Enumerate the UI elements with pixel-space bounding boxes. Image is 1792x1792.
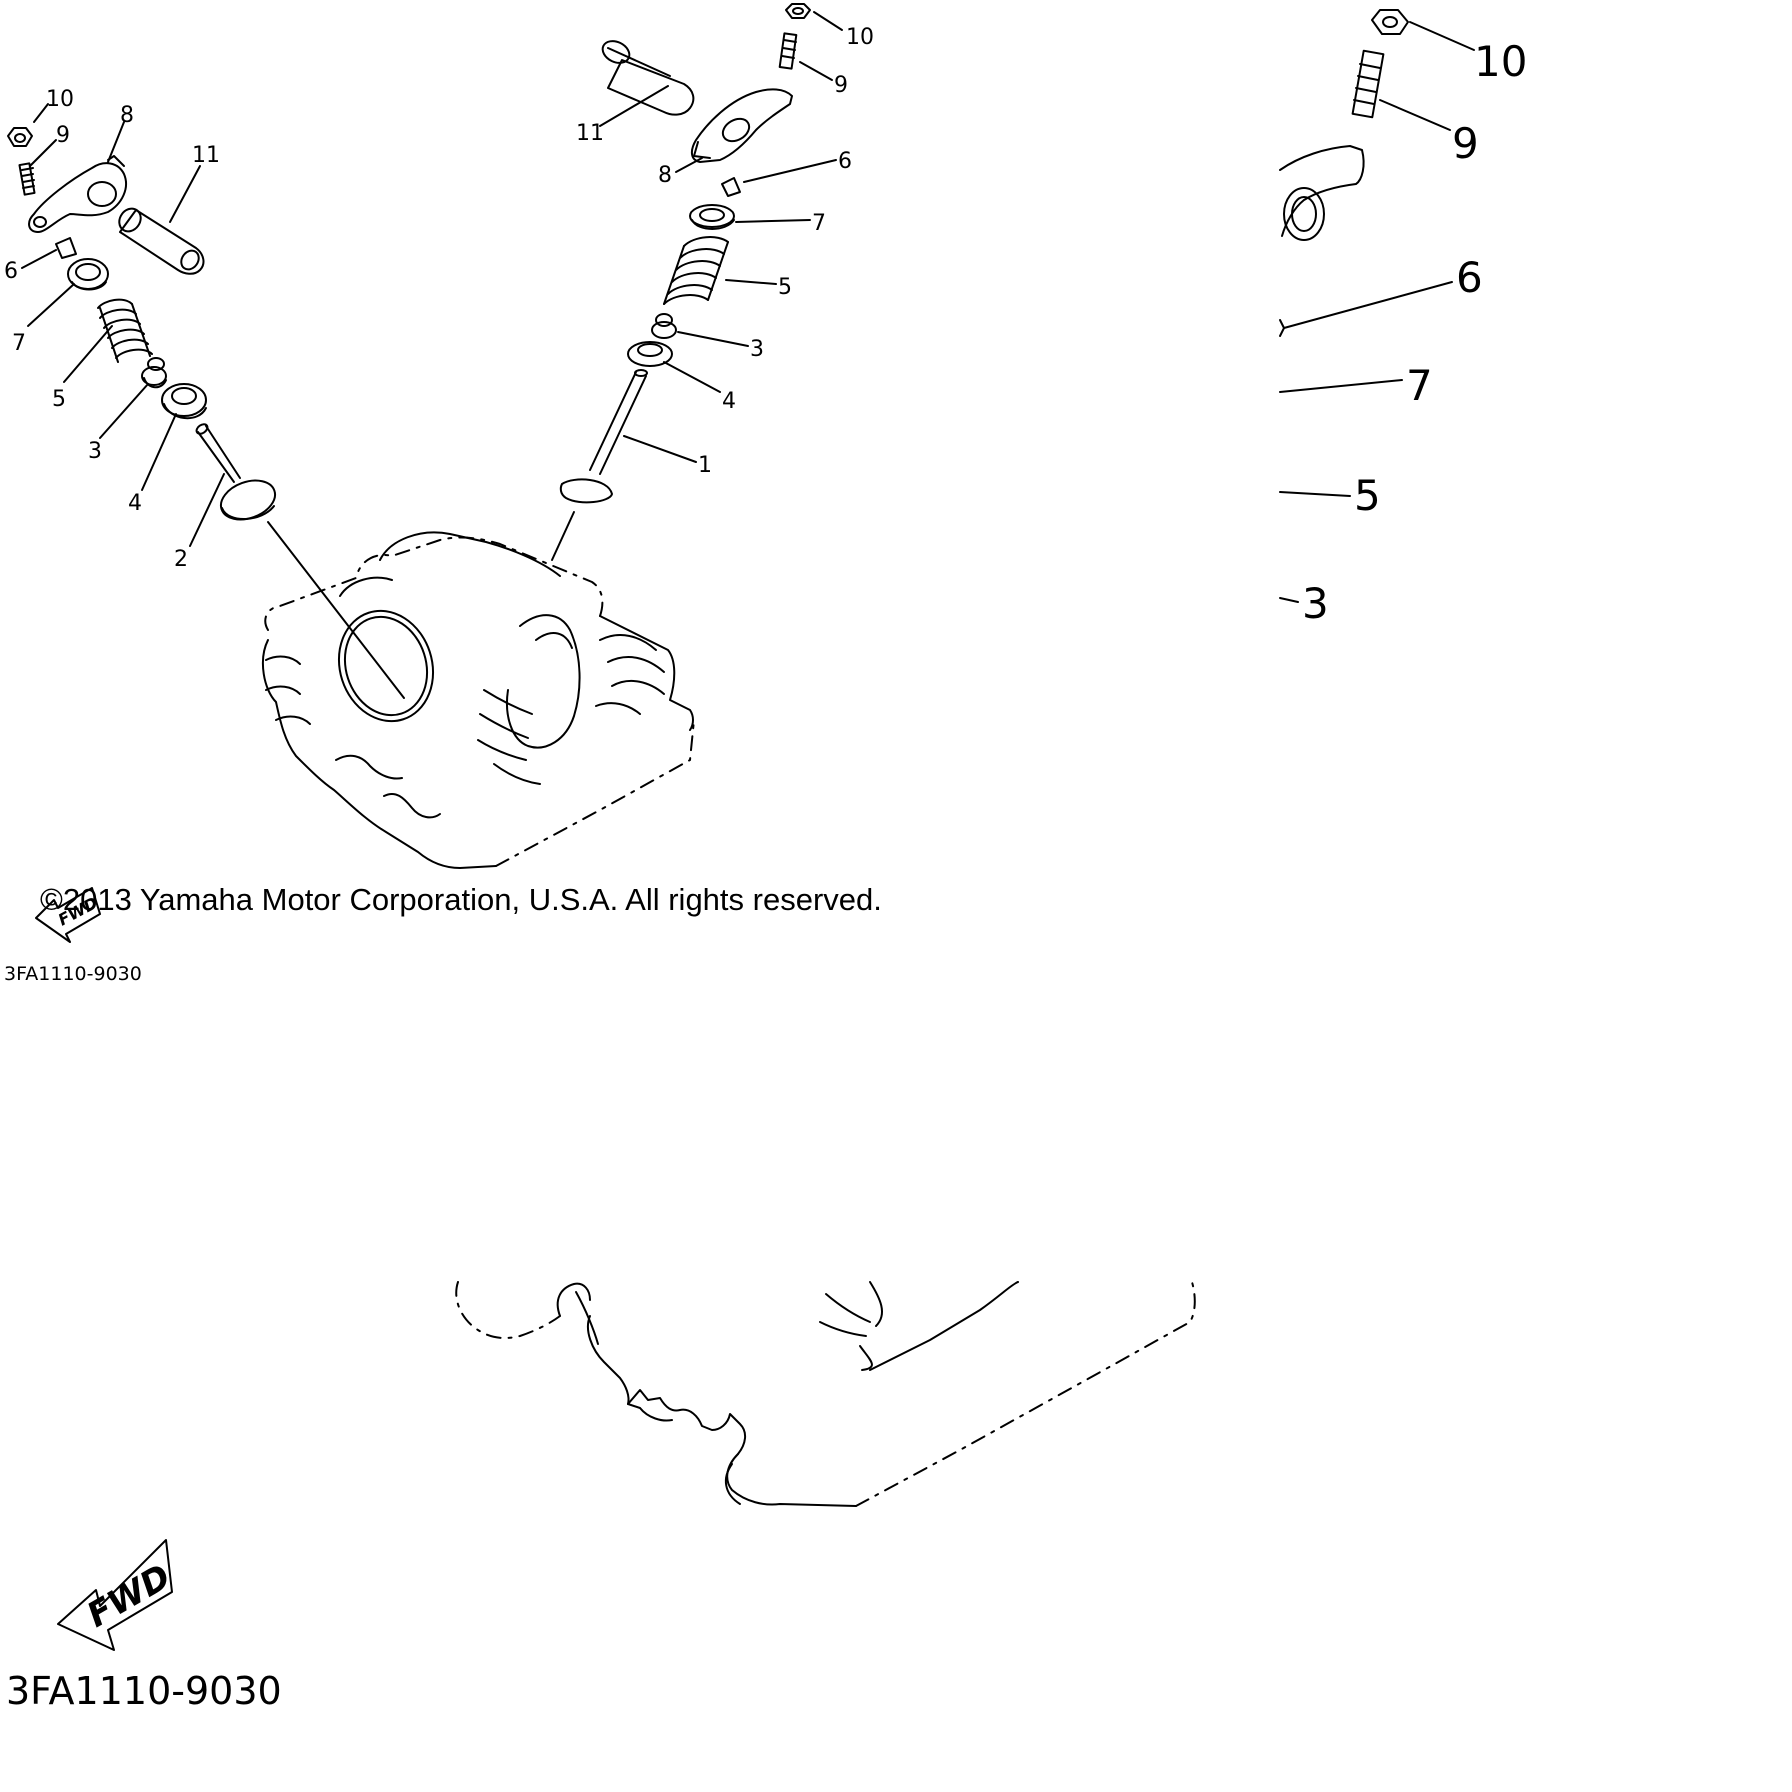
fwd-arrow-large-icon: FWD (57, 1539, 178, 1651)
callout-7: 7 (812, 211, 826, 236)
diagram-enlarged: 10 9 6 7 5 3 FWD 3 (6, 9, 1527, 1713)
spring-retainer-icon (689, 204, 735, 230)
locknut-icon (7, 127, 33, 147)
callout-10: 10 (846, 25, 874, 50)
locknut-icon (785, 3, 811, 19)
callout-9: 9 (56, 123, 70, 148)
callout-8: 8 (120, 103, 134, 128)
callout-9: 9 (834, 73, 848, 98)
right-valve-stack (559, 3, 811, 504)
rocker-shaft-icon (601, 40, 695, 116)
exhaust-valve-icon (195, 423, 277, 521)
valve-stem-seal-icon (141, 357, 167, 389)
callouts-enlarged: 10 9 6 7 5 3 (1302, 37, 1527, 628)
spring-seat-icon (161, 383, 207, 419)
part-code-large: 3FA1110-9030 (6, 1669, 282, 1713)
callout-3: 3 (750, 337, 764, 362)
valve-stem-seal-icon (651, 313, 677, 339)
spring-seat-icon (627, 341, 673, 367)
adjusting-screw-icon (18, 162, 36, 196)
callout-11: 11 (576, 121, 604, 146)
callout-11: 11 (192, 143, 220, 168)
valve-cotter-icon (55, 237, 77, 259)
leader-lines (21, 11, 843, 547)
callout-5: 5 (1354, 471, 1381, 520)
left-valve-stack (7, 127, 277, 521)
callout-6: 6 (1456, 253, 1483, 302)
callout-3: 3 (88, 439, 102, 464)
callout-6: 6 (4, 259, 18, 284)
copyright-notice: ©2013 Yamaha Motor Corporation, U.S.A. A… (40, 882, 882, 917)
part-code: 3FA1110-9030 (4, 963, 142, 985)
rocker-shaft-icon (118, 207, 205, 275)
callout-10: 10 (46, 87, 74, 112)
callout-7: 7 (12, 331, 26, 356)
callout-10: 10 (1474, 37, 1527, 86)
callout-4: 4 (722, 389, 736, 414)
callout-5: 5 (52, 387, 66, 412)
fwd-label-large: FWD (81, 1557, 178, 1636)
callout-2: 2 (174, 547, 188, 572)
axis-line (267, 521, 405, 699)
valve-cotter-icon (721, 177, 741, 197)
callout-4: 4 (128, 491, 142, 516)
leader-lines-enlarged (1279, 21, 1475, 603)
axis-line (551, 511, 575, 561)
rocker-arm-icon (28, 155, 127, 233)
enlarged-head-fragment (455, 1281, 1196, 1507)
enlarged-adjuster-fragment (1279, 9, 1409, 337)
callout-5: 5 (778, 275, 792, 300)
callout-6: 6 (838, 149, 852, 174)
diagram-main: 10 9 8 11 6 7 5 3 4 2 10 9 11 8 6 7 5 3 … (4, 3, 874, 985)
intake-valve-icon (559, 369, 648, 504)
callout-7: 7 (1406, 361, 1433, 410)
callout-1: 1 (698, 453, 712, 478)
callouts-main: 10 9 8 11 6 7 5 3 4 2 10 9 11 8 6 7 5 3 … (4, 25, 874, 572)
rocker-arm-icon (690, 88, 793, 163)
cylinder-head (261, 531, 695, 869)
callout-8: 8 (658, 163, 672, 188)
callout-9: 9 (1452, 119, 1479, 168)
callout-3: 3 (1302, 579, 1329, 628)
valve-spring-icon (97, 298, 153, 363)
valve-spring-icon (663, 236, 729, 305)
adjusting-screw-icon (778, 32, 798, 70)
